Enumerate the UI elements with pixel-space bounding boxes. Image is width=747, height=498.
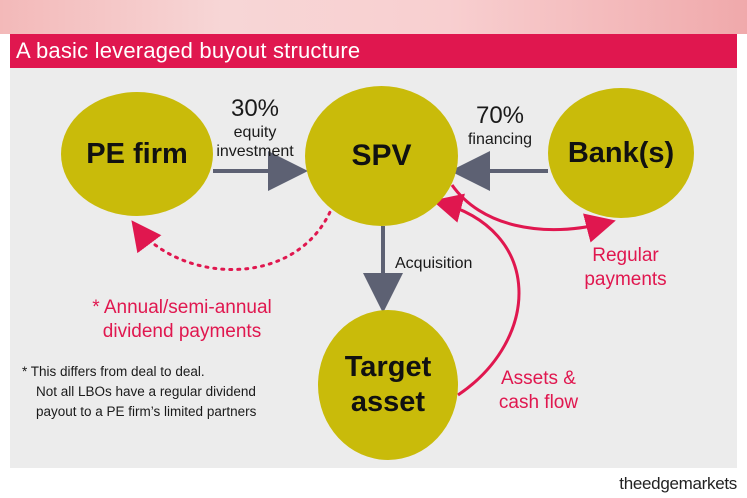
node-spv: SPV (305, 86, 458, 226)
assets-cashflow-label: Assets & cash flow (486, 367, 591, 415)
regular-line1: Regular (592, 245, 659, 266)
source-credit: theedgemarkets (619, 474, 737, 493)
financing-pct: 70% (475, 102, 525, 129)
top-banner-strip (0, 0, 747, 34)
dividend-line1: * Annual/semi-annual (92, 297, 272, 318)
equity-line2: investment (216, 143, 294, 160)
node-banks: Bank(s) (548, 88, 694, 218)
equity-label: 30% equity investment (200, 95, 310, 161)
assets-cashflow-arrow (432, 193, 521, 397)
diagram-title: A basic leveraged buyout structure (10, 34, 737, 68)
footnote-line1: * This differs from deal to deal. (22, 364, 205, 379)
target-label-line2: asset (350, 386, 426, 418)
node-target-asset: Target asset (318, 310, 458, 460)
assets-line1: Assets & (501, 368, 576, 389)
regular-line2: payments (584, 269, 667, 290)
pe-firm-label: PE firm (86, 137, 188, 170)
footnote-line3: payout to a PE firm’s limited partners (36, 404, 257, 419)
equity-line1: equity (233, 124, 277, 141)
spv-label: SPV (351, 139, 412, 172)
node-pe-firm: PE firm (61, 92, 213, 216)
regular-payments-label: Regular payments (568, 244, 683, 292)
equity-pct: 30% (230, 95, 280, 122)
acquisition-label: Acquisition (395, 255, 473, 272)
dividend-line2: dividend payments (102, 321, 262, 342)
banks-label: Bank(s) (567, 136, 675, 169)
footnote-line2: Not all LBOs have a regular dividend (36, 384, 256, 399)
dividend-arrow (131, 203, 335, 272)
assets-line2: cash flow (498, 392, 579, 413)
financing-label: 70% financing (455, 102, 545, 150)
target-label-line1: Target (344, 351, 432, 383)
financing-text: financing (467, 131, 533, 148)
dividend-label: * Annual/semi-annual dividend payments (72, 296, 292, 344)
footnote: * This differs from deal to deal. Not al… (22, 362, 312, 422)
